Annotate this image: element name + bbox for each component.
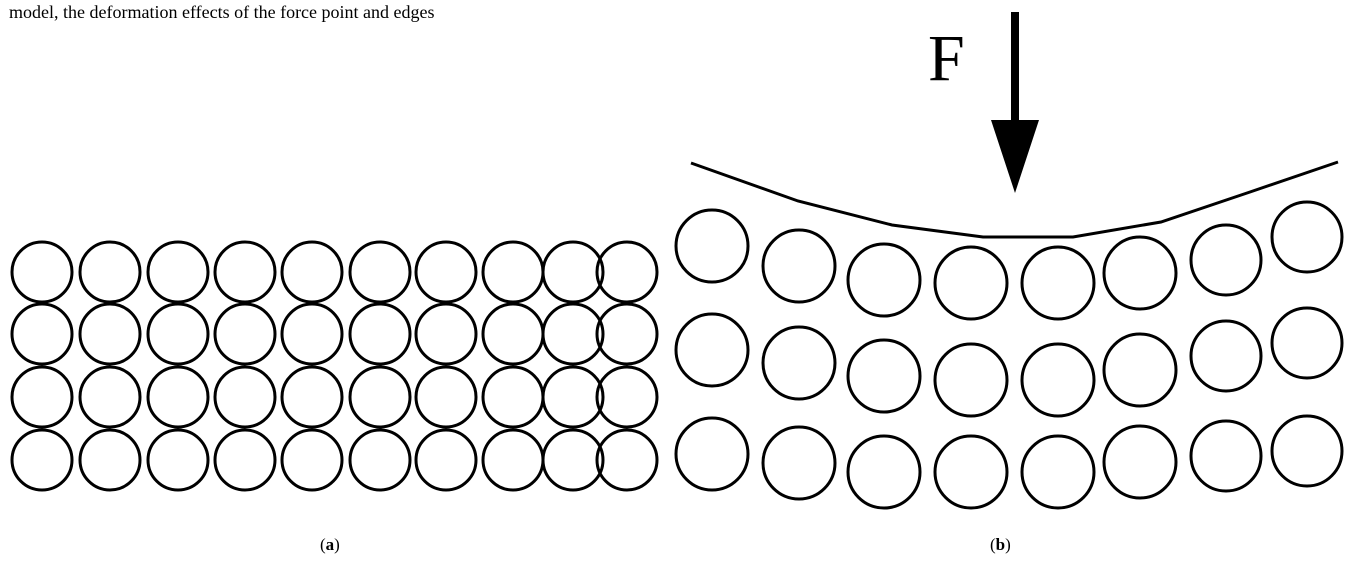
particle-circle: [933, 245, 1009, 321]
force-arrow-head: [991, 120, 1039, 193]
particle-circle: [78, 240, 142, 304]
particle-circle: [761, 325, 837, 401]
particle-circle: [10, 365, 74, 429]
particle-circle: [213, 365, 277, 429]
particle-circle: [348, 240, 412, 304]
particle-circle: [1270, 306, 1344, 380]
particle-circle: [1189, 319, 1263, 393]
particle-circle: [761, 228, 837, 304]
particle-circle: [348, 365, 412, 429]
particle-circle: [78, 365, 142, 429]
particle-circle: [10, 302, 74, 366]
particle-circle: [541, 365, 605, 429]
particle-circle: [541, 428, 605, 492]
particle-circle: [280, 302, 344, 366]
particle-circle: [761, 425, 837, 501]
particle-circle: [933, 342, 1009, 418]
particle-circle: [541, 240, 605, 304]
particle-circle: [10, 428, 74, 492]
particle-circle: [280, 365, 344, 429]
particle-circle: [10, 240, 74, 304]
particle-circle: [1020, 434, 1096, 510]
particle-circle: [933, 434, 1009, 510]
panel-a-label: (a): [320, 535, 340, 554]
particle-circle: [213, 428, 277, 492]
deformed-surface-curve: [690, 160, 1339, 239]
particle-circle: [78, 302, 142, 366]
particle-circle: [280, 240, 344, 304]
particle-circle: [481, 302, 545, 366]
particle-circle: [674, 208, 750, 284]
particle-circle: [78, 428, 142, 492]
particle-circle: [1270, 200, 1344, 274]
particle-circle: [348, 302, 412, 366]
particle-circle: [348, 428, 412, 492]
particle-circle: [595, 240, 659, 304]
particle-circle: [1270, 414, 1344, 488]
particle-circle: [541, 302, 605, 366]
panel-b-label: (b): [990, 535, 1011, 554]
particle-circle: [595, 428, 659, 492]
particle-circle: [1189, 419, 1263, 493]
particle-circle: [1020, 245, 1096, 321]
panel-a-undeformed-particles: [10, 240, 659, 492]
particle-circle: [1102, 235, 1178, 311]
particle-circle: [146, 302, 210, 366]
particle-circle: [146, 240, 210, 304]
particle-circle: [213, 302, 277, 366]
particle-circle: [414, 428, 478, 492]
particle-circle: [414, 302, 478, 366]
particle-circle: [1020, 342, 1096, 418]
force-label: F: [928, 22, 965, 95]
particle-circle: [414, 240, 478, 304]
particle-circle: [674, 416, 750, 492]
particle-circle: [280, 428, 344, 492]
particle-circle: [1102, 424, 1178, 500]
particle-circle: [146, 365, 210, 429]
particle-circle: [1189, 223, 1263, 297]
particle-circle: [481, 365, 545, 429]
body-text-line: model, the deformation effects of the fo…: [9, 2, 435, 22]
particle-circle: [595, 302, 659, 366]
particle-circle: [1102, 332, 1178, 408]
particle-circle: [846, 242, 922, 318]
particle-circle: [146, 428, 210, 492]
particle-circle: [481, 428, 545, 492]
particle-circle: [481, 240, 545, 304]
particle-circle: [213, 240, 277, 304]
force-arrow: [991, 12, 1039, 193]
particle-circle: [846, 338, 922, 414]
particle-circle: [846, 434, 922, 510]
panel-b-deformed-particles: [674, 200, 1344, 510]
particle-circle: [674, 312, 750, 388]
particle-circle: [595, 365, 659, 429]
particle-circle: [414, 365, 478, 429]
